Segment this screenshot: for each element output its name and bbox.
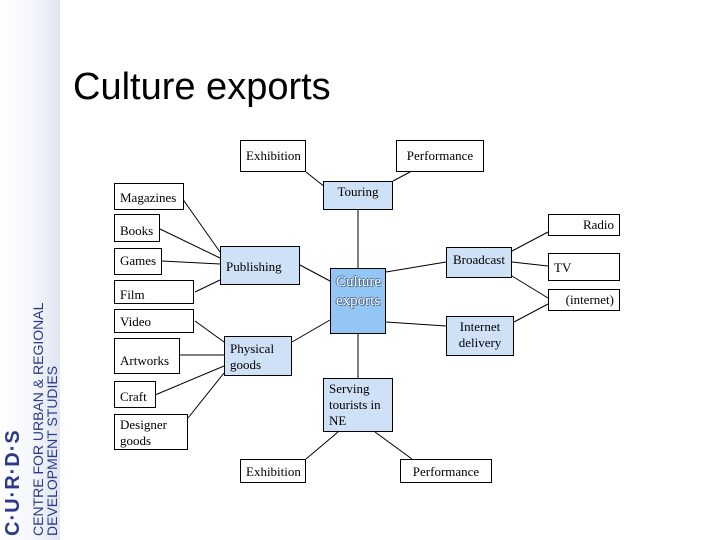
connector-broadcast-tv — [511, 261, 549, 267]
node-touring: Touring — [323, 181, 393, 210]
connector-broadcast-radio — [511, 231, 549, 252]
connector-games-publishing — [161, 260, 221, 265]
connector-magazines-publishing — [181, 197, 221, 253]
node-physical-goods: Physical goods — [224, 336, 292, 376]
node-games: Games — [114, 248, 162, 275]
node-video: Video — [114, 309, 194, 333]
connector-serving-exhibition — [305, 431, 339, 460]
node-performance-top: Performance — [396, 140, 484, 172]
connector-designer-physical — [187, 372, 225, 419]
sidebar-branding: C·U·R·D·S CENTRE FOR URBAN & REGIONAL DE… — [0, 0, 60, 540]
node-artworks: Artworks — [114, 338, 180, 374]
connector-delivery-internet — [513, 303, 549, 323]
node-internet-delivery: Internet delivery — [446, 316, 514, 356]
node-magazines: Magazines — [114, 183, 184, 210]
node-broadcast: Broadcast — [446, 247, 512, 278]
node-tv: TV — [548, 253, 620, 281]
node-internet: (internet) — [548, 289, 620, 311]
connector-broadcast-internet — [511, 275, 549, 299]
node-performance-bottom: Performance — [400, 459, 492, 483]
connector-serving-performance — [374, 431, 413, 460]
connector-performance-touring — [392, 171, 411, 182]
node-exhibition-top: Exhibition — [240, 140, 306, 172]
connector-video-physical — [194, 320, 225, 343]
node-serving-tourists: Serving tourists in NE — [323, 378, 393, 432]
node-radio: Radio — [548, 214, 620, 236]
connector-books-publishing — [159, 228, 221, 259]
connector-craft-physical — [154, 365, 225, 396]
connector-center-broadcast — [385, 261, 447, 273]
node-designer-goods: Designer goods — [114, 414, 188, 450]
node-books: Books — [114, 214, 160, 242]
slide-title: Culture exports — [73, 66, 331, 108]
connector-center-internet — [385, 321, 447, 327]
node-exhibition-bottom: Exhibition — [240, 459, 306, 483]
node-craft: Craft — [114, 381, 156, 408]
connector-film-publishing — [194, 279, 221, 293]
connector-physical-center — [291, 319, 331, 343]
connector-publishing-center — [299, 264, 331, 282]
node-publishing: Publishing — [220, 246, 300, 285]
node-film: Film — [114, 280, 194, 304]
node-culture-exports: Culture exports — [330, 268, 386, 334]
